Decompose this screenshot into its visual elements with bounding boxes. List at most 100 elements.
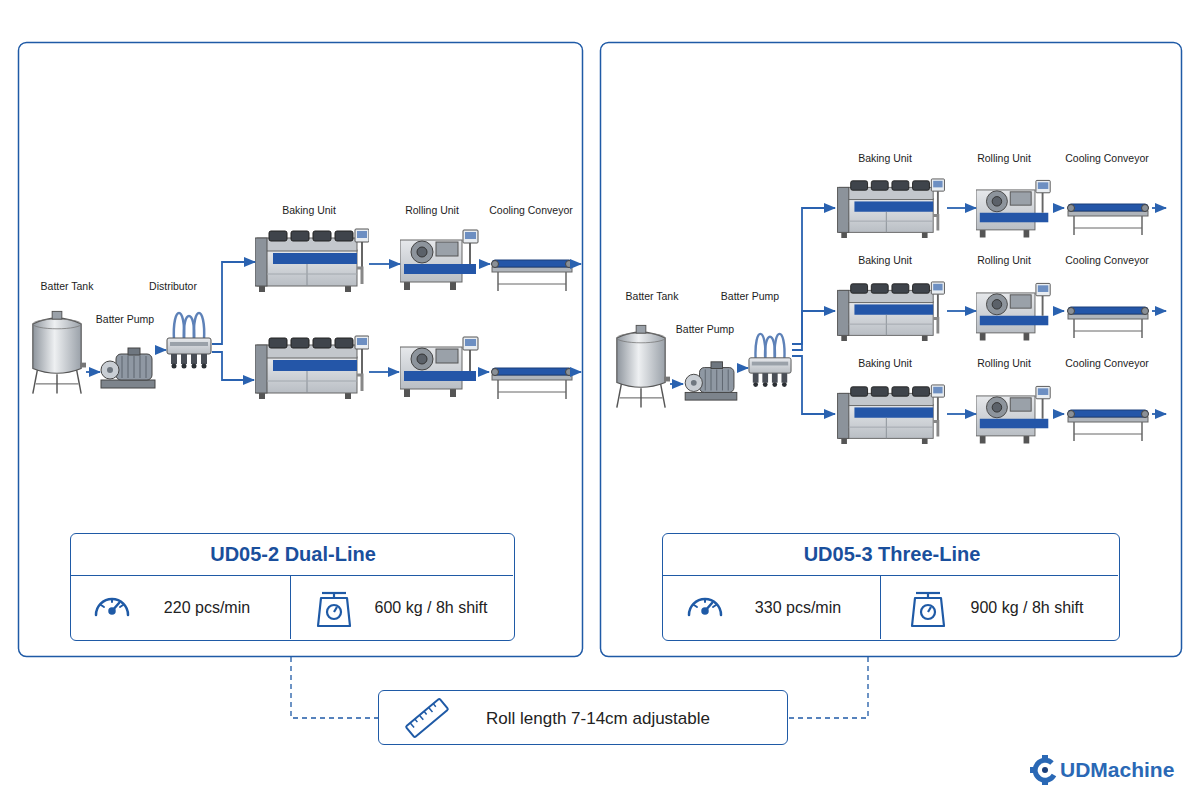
pump-illustration (685, 362, 737, 400)
conveyor-illustration (1068, 410, 1149, 441)
baking-illustration (255, 229, 369, 292)
machine-label: Distributor (149, 281, 197, 293)
machine-node: Baking Unit (835, 178, 947, 238)
machine-label: Cooling Conveyor (1065, 153, 1148, 165)
machine-label: Rolling Unit (977, 358, 1031, 370)
logo-icon (1030, 755, 1054, 785)
flow-arrow (792, 208, 835, 344)
scale-icon (912, 593, 944, 626)
flow-arrow (792, 311, 835, 350)
flow-arrow (156, 349, 166, 351)
baking-illustration (838, 385, 945, 444)
machine-label: Cooling Conveyor (1065, 358, 1148, 370)
flow-arrow (482, 263, 490, 265)
machine-label: Baking Unit (858, 358, 912, 370)
machine-label: Rolling Unit (977, 153, 1031, 165)
machine-node: Baking Unit (835, 281, 947, 341)
machine-node: Cooling Conveyor (1064, 404, 1152, 442)
spec-cell: 330 pcs/min (663, 575, 881, 639)
conveyor-illustration (492, 368, 573, 399)
note-text: Roll length 7-14cm adjustable (486, 710, 710, 729)
spec-title: UD05-2 Dual-Line (210, 543, 376, 565)
tank-illustration (33, 311, 86, 393)
machine-label: Cooling Conveyor (1065, 255, 1148, 267)
rolling-illustration (976, 386, 1050, 443)
machine-label: Cooling Conveyor (489, 205, 572, 217)
spec-value: 220 pcs/min (164, 599, 250, 617)
spec-cell: 220 pcs/min (71, 575, 291, 639)
ruler-icon (406, 698, 449, 737)
flow-arrow (670, 383, 683, 385)
machine-label: Batter Tank (41, 281, 94, 293)
tank-illustration (617, 325, 670, 407)
machine-node: Rolling Unit (976, 178, 1054, 238)
flow-arrow (739, 367, 748, 369)
pump-illustration (101, 348, 155, 388)
machine-node: Baking Unit (255, 228, 369, 292)
flow-arrow (947, 207, 976, 209)
flow-arrow (947, 310, 976, 312)
rolling-illustration (400, 230, 478, 290)
machine-node: Batter Tank (612, 322, 670, 410)
spec-title: UD05-3 Three-Line (804, 543, 981, 565)
spec-value: 330 pcs/min (755, 599, 841, 617)
machine-label: Rolling Unit (977, 255, 1031, 267)
machine-node: Cooling Conveyor (490, 254, 574, 292)
conveyor-illustration (492, 260, 573, 291)
spec-box: UD05-3 Three-Line 330 pcs/min 900 kg / 8h … (662, 533, 1120, 641)
machine-node: Batter Pump (683, 358, 739, 402)
machine-node: Cooling Conveyor (1064, 301, 1152, 339)
speedometer-icon (96, 599, 128, 615)
machine-node: Baking Unit (835, 384, 947, 444)
machine-node: Rolling Unit (976, 281, 1054, 341)
flow-arrow (1054, 310, 1064, 312)
flow-arrow (792, 356, 835, 414)
baking-illustration (255, 336, 369, 399)
machine-label: Batter Tank (626, 291, 679, 303)
machine-label: Batter Pump (96, 314, 154, 326)
machine-node: Cooling Conveyor (1064, 198, 1152, 236)
distributor-illustration (167, 313, 211, 369)
spec-value: 900 kg / 8h shift (971, 599, 1084, 617)
rolling-illustration (976, 180, 1050, 237)
baking-illustration (838, 179, 945, 238)
spec-cell: 600 kg / 8h shift (291, 575, 513, 639)
machine-label: Rolling Unit (405, 205, 459, 217)
speedometer-icon (689, 599, 721, 615)
machine-label: Baking Unit (282, 205, 336, 217)
flow-arrow (947, 413, 976, 415)
scale-icon (318, 593, 350, 626)
machine-label: Batter Pump (721, 291, 779, 303)
machine-node: Rolling Unit (976, 384, 1054, 444)
spec-box: UD05-2 Dual-Line 220 pcs/min 600 kg / 8h s… (70, 533, 515, 641)
note-box: Roll length 7-14cm adjustable (378, 690, 788, 745)
panel-frame (601, 43, 1182, 657)
machine-node: Rolling Unit (400, 228, 482, 290)
rolling-illustration (400, 337, 478, 397)
logo-text: UDMachine (1060, 758, 1174, 782)
machine-node: Batter Tank (28, 308, 86, 396)
flow-arrow (369, 263, 400, 265)
machine-label: Batter Pump (676, 324, 734, 336)
machine-label: Baking Unit (858, 255, 912, 267)
baking-illustration (838, 282, 945, 341)
conveyor-illustration (1068, 307, 1149, 338)
distributor-illustration (749, 334, 791, 387)
flow-arrows (212, 208, 1166, 414)
conveyor-illustration (1068, 204, 1149, 235)
machine-label: Baking Unit (858, 153, 912, 165)
rolling-illustration (976, 283, 1050, 340)
machine-node: Batter Pump (748, 318, 792, 390)
panel-frame (19, 43, 583, 657)
flow-arrow (86, 371, 100, 373)
flow-arrow (1054, 207, 1064, 209)
spec-value: 600 kg / 8h shift (375, 599, 488, 617)
machine-node: Batter Pump (100, 344, 156, 390)
machine-node: Distributor (166, 298, 212, 372)
flow-arrow (1054, 413, 1064, 415)
flow-arrow (212, 262, 255, 344)
spec-cell: 900 kg / 8h shift (881, 575, 1118, 639)
